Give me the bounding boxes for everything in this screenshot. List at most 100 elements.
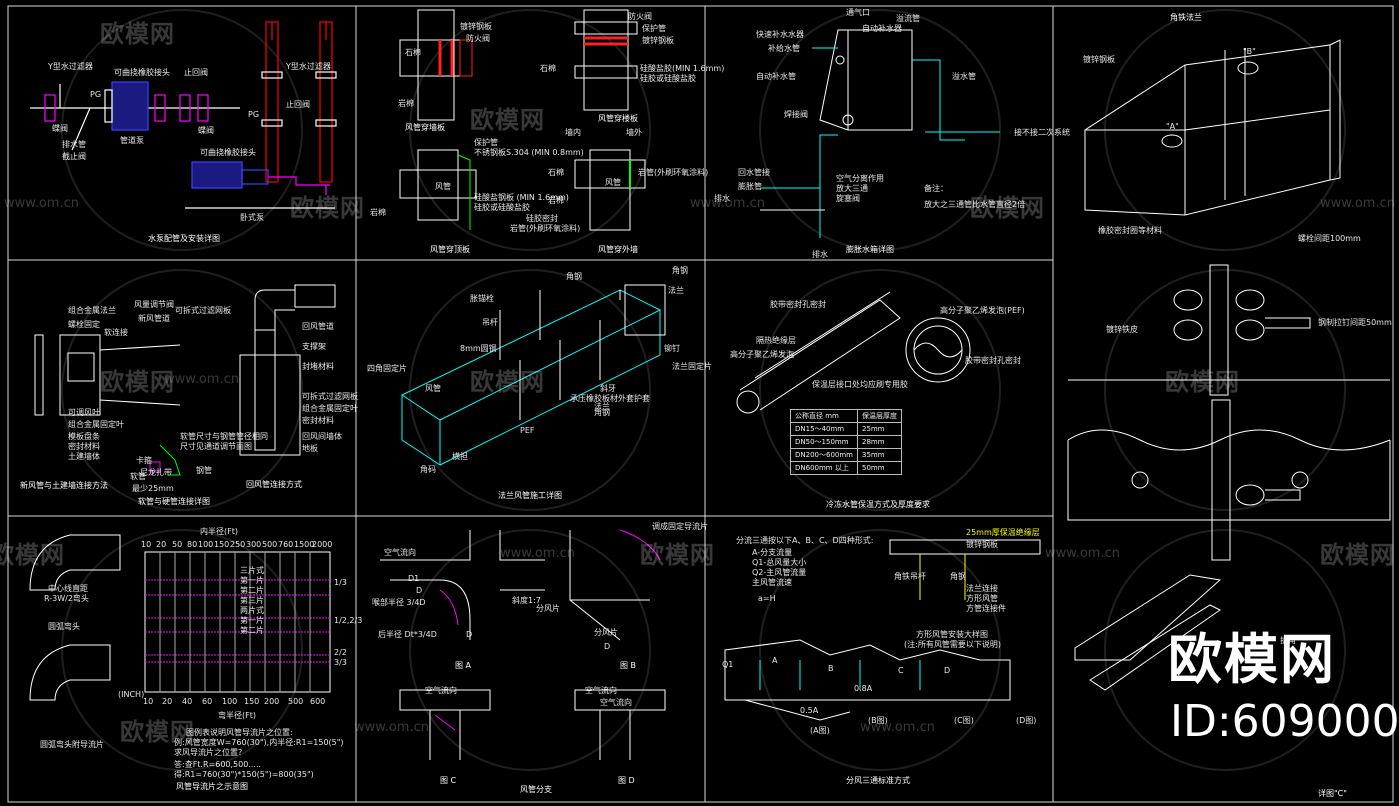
label: D1 <box>408 574 420 583</box>
label: 保护管 <box>474 138 498 147</box>
label: Q1-总风量大小 <box>752 558 807 567</box>
tick-label: 150 <box>244 697 260 706</box>
label: 方形风管 <box>966 594 998 603</box>
label: 高分子聚乙烯发泡 <box>730 350 794 359</box>
label: 空气流向 <box>600 698 632 707</box>
tick-label: 10 <box>143 697 154 706</box>
label: 岩管(外刷环氧涂料) <box>510 224 581 233</box>
label: 风管 <box>605 178 621 187</box>
label: 角钢 <box>950 572 966 581</box>
label: 胶带密封孔密封 <box>965 356 1021 365</box>
watermark-text: 欧模网 <box>1320 541 1395 569</box>
label: 快速补水水器 <box>756 30 804 39</box>
label: 尼龙扎带 <box>140 468 172 477</box>
label: 补给水管 <box>768 44 800 53</box>
tick-label: 50 <box>172 540 183 549</box>
watermark-text: 欧模网 <box>100 368 175 396</box>
label: 25mm厚保温绝缘层 <box>966 528 1040 537</box>
label: 斜度1:7 <box>512 596 541 605</box>
panel-caption: 新风管与土建墙连接方法 <box>20 481 108 490</box>
panel-caption: 软管与硬管连接详图 <box>138 497 210 506</box>
label: 角钢 <box>566 272 582 281</box>
label: 高分子聚乙烯发泡(PEF) <box>940 306 1025 315</box>
label: 组合金属固定叶 <box>302 404 358 413</box>
label: 圆弧弯头附导流片 <box>40 740 104 749</box>
panel-caption: 回风管连接方式 <box>246 480 302 489</box>
label: 止回阀 <box>184 68 208 77</box>
label: 镀锌钢板 <box>966 540 998 549</box>
panel-caption: 角铁法兰 <box>1170 13 1202 22</box>
label: 密封材料 <box>68 442 100 451</box>
table-row: DN200～600mm 35mm <box>790 448 902 462</box>
label: 旋塞阀 <box>836 194 860 203</box>
label: 分流三通按以下A、B、C、D四种形式: <box>736 536 874 545</box>
table-cell: 保温层厚度 <box>857 409 902 423</box>
watermark-text: 欧模网 <box>640 541 715 569</box>
label: 钢制拉钉间距50mm <box>1318 318 1392 327</box>
watermark-url: www.om.cn <box>690 196 765 211</box>
watermark-text: 欧模网 <box>290 194 365 222</box>
label: 第一片 <box>240 576 264 585</box>
label: 模板盘条 <box>68 432 100 441</box>
table-row: DN15～40mm 25mm <box>790 422 902 436</box>
label: 两片式 <box>240 606 264 615</box>
label: 喉部半径 3/4D <box>372 598 426 607</box>
label: (INCH) <box>118 690 145 699</box>
label: 接不接二次系统 <box>1014 128 1070 137</box>
label: 可调风叶 <box>68 408 100 417</box>
label: 蝶阀 <box>198 126 214 135</box>
label: 螺栓间距100mm <box>1298 234 1361 243</box>
table-cell: DN600mm 以上 <box>790 461 858 475</box>
label: 备注： <box>924 184 948 193</box>
label: 8mm圆钢 <box>460 344 497 353</box>
panel-caption: 风管穿顶板 <box>430 245 470 254</box>
label: D <box>466 630 473 639</box>
label: 空气流向 <box>384 548 416 557</box>
label: PG <box>90 90 102 99</box>
label: 镀锌钢板 <box>642 36 674 45</box>
label: (B图) <box>868 716 888 725</box>
watermark-text: 欧模网 <box>970 194 1045 222</box>
label: 斜牙 <box>600 384 616 393</box>
label: 3/3 <box>334 658 347 667</box>
watermark-url: www.om.cn <box>4 196 79 211</box>
label: 膨胀管 <box>738 182 762 191</box>
label: 新风管道 <box>138 314 170 323</box>
label: 四角固定片 <box>367 364 407 373</box>
label: 弯半径(Ft) <box>218 711 256 720</box>
table-cell: DN50～150mm <box>790 435 858 449</box>
watermark-url: www.om.cn <box>354 720 429 735</box>
label: 胶带密封孔密封 <box>770 300 826 309</box>
label: 方形风管安装大样图 <box>916 630 988 639</box>
label: 分风片 <box>536 604 560 613</box>
tick-label: 60 <box>202 697 213 706</box>
label: 石棉 <box>405 48 421 57</box>
label: 三片式 <box>240 566 264 575</box>
label: 管道泵 <box>120 136 144 145</box>
label: 分风片 <box>594 628 618 637</box>
panel-caption: 风管导流片之示意图 <box>176 782 248 791</box>
label: 蝶阀 <box>52 124 68 133</box>
watermark-url: www.om.cn <box>860 720 935 735</box>
branch-tees <box>724 539 1041 721</box>
label: 法兰 <box>594 402 610 411</box>
label: 放大之三通管比水管直径2倍 <box>924 200 1026 209</box>
watermark-text: 欧模网 <box>470 106 545 134</box>
tick-label: 150 <box>214 540 230 549</box>
label: D <box>944 666 951 675</box>
label: 风管 <box>425 384 441 393</box>
table-header: 公称直径 mm 保温层厚度 <box>790 409 902 423</box>
panel-caption: 图 D <box>618 776 635 785</box>
panel-caption: 风管分支 <box>520 785 552 794</box>
watermark-url: www.om.cn <box>1320 196 1395 211</box>
watermark-circles <box>61 9 1346 771</box>
label: 空气分离作用 <box>836 174 884 183</box>
label: 角钢 <box>672 266 688 275</box>
tick-label: 760 <box>278 540 294 549</box>
pipe-insulation <box>736 291 971 414</box>
label: 可曲挠橡胶接头 <box>200 148 256 157</box>
pump-piping-detail <box>30 21 337 209</box>
label: PEF <box>520 426 535 435</box>
label: 地板 <box>302 444 318 453</box>
label: 可曲挠橡胶接头 <box>114 68 170 77</box>
